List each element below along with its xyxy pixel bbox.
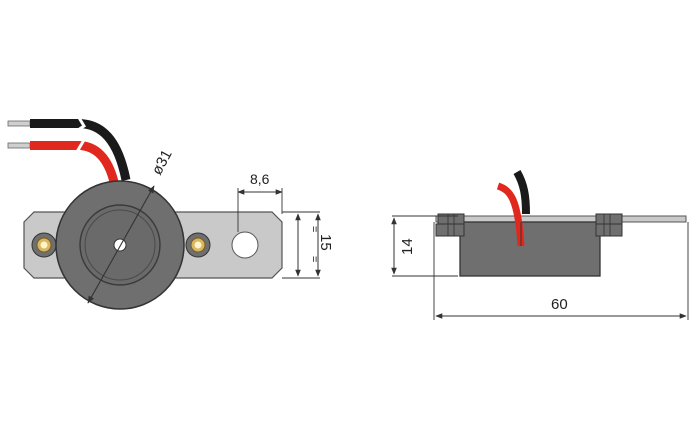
hole-spacing-label: 8,6 [250,171,270,187]
diameter-label: ø31 [149,147,176,178]
side-view: 14 60 [391,169,689,320]
wires-side [496,169,530,247]
side-body [459,221,601,277]
body-height-label: 14 [399,238,416,255]
right-eyelet [185,232,211,258]
side-left-clip [435,213,465,237]
equal-mark-top: = [308,226,320,232]
front-view: ø31 8,6 = = 15 [7,115,334,310]
total-length-label: 60 [551,296,568,313]
left-eyelet [31,232,57,258]
mounting-hole [231,231,259,259]
plate-height-label: 15 [317,234,334,251]
side-right-clip [595,213,623,237]
buzzer-body [55,180,185,310]
wires-front [7,115,131,184]
side-plate [435,215,687,223]
equal-mark-bottom: = [308,256,320,262]
diameter-line [87,185,155,304]
